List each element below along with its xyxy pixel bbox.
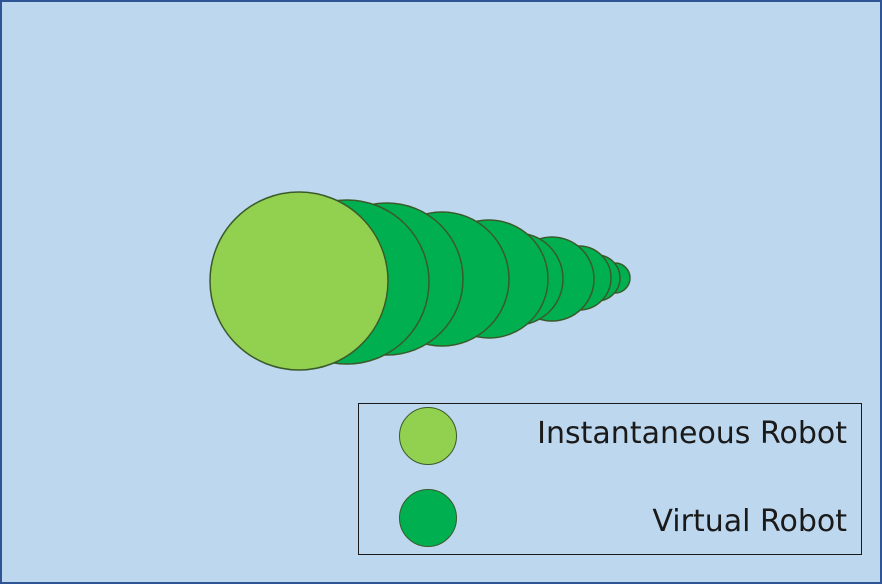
instantaneous-robot-circle (209, 191, 389, 371)
virtual-robot-swatch (399, 489, 457, 547)
instantaneous-robot-label: Instantaneous Robot (537, 416, 847, 451)
virtual-robot-label: Virtual Robot (652, 504, 847, 539)
instantaneous-robot-swatch (399, 407, 457, 465)
legend: Instantaneous Robot Virtual Robot (358, 403, 862, 555)
